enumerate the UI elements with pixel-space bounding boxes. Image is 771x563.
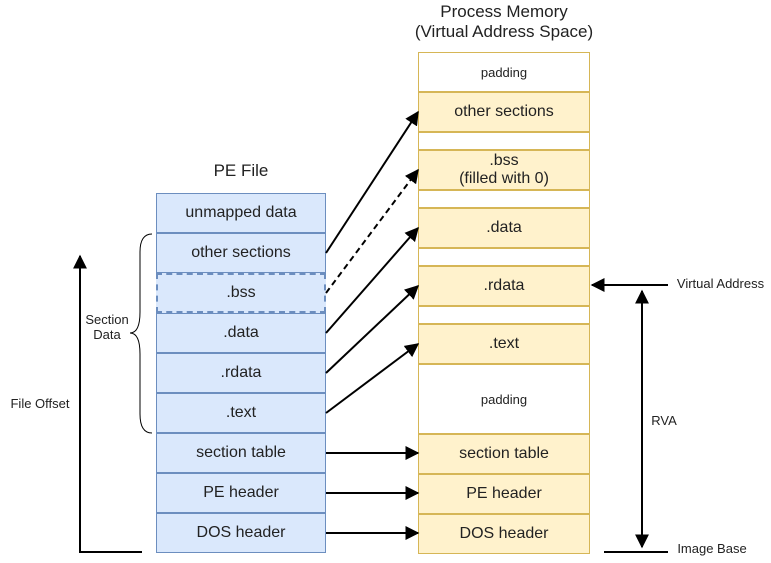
pe-cell-label: section table [196, 444, 286, 461]
pe-cell-rdata: .rdata [156, 353, 326, 393]
pe-cell-data: .data [156, 313, 326, 353]
virtual-address-label: Virtual Address [676, 276, 765, 291]
mem-gap [418, 248, 590, 266]
mem-cell-label: padding [480, 391, 528, 407]
pe-cell-unmapped: unmapped data [156, 193, 326, 233]
mem-cell-data: .data [418, 208, 590, 248]
arrow-text [325, 343, 420, 414]
mem-cell-padding-top: padding [418, 52, 590, 92]
pe-cell-label: other sections [191, 244, 291, 261]
pe-cell-label: .text [225, 404, 257, 421]
rva-label: RVA [651, 413, 677, 428]
pe-cell-label: .data [223, 324, 259, 341]
file-offset-label: File Offset [10, 396, 70, 411]
mem-cell-bss: .bss (filled with 0) [418, 150, 590, 190]
pe-cell-text: .text [156, 393, 326, 433]
pe-cell-label: DOS header [196, 524, 286, 541]
arrow-other-sections [325, 110, 419, 254]
section-data-brace [129, 233, 153, 434]
mem-cell-label: padding [480, 64, 528, 80]
mem-cell-label: .data [486, 219, 522, 236]
image-base-label: Image Base [677, 541, 747, 556]
pe-cell-other-sections: other sections [156, 233, 326, 273]
mem-cell-label: DOS header [459, 525, 549, 542]
mem-cell-label: other sections [454, 103, 554, 120]
mem-cell-label: .rdata [483, 277, 525, 294]
memory-title-line2: (Virtual Address Space) [414, 22, 594, 41]
mem-gap [418, 190, 590, 208]
pe-cell-label: .rdata [220, 364, 262, 381]
mem-cell-label: .text [488, 335, 520, 352]
arrow-bss [325, 168, 419, 294]
mem-cell-label: section table [459, 445, 549, 462]
mem-cell-label: PE header [466, 485, 542, 502]
mem-gap [418, 132, 590, 150]
mem-cell-padding-mid: padding [418, 364, 590, 434]
arrow-data [325, 226, 419, 334]
mem-cell-rdata: .rdata [418, 266, 590, 306]
pe-cell-section-table: section table [156, 433, 326, 473]
pe-cell-label: .bss [226, 284, 256, 301]
memory-title-line1: Process Memory [440, 2, 568, 21]
pe-file-title: PE File [213, 161, 269, 180]
file-offset-axis [73, 254, 142, 553]
mem-cell-section-table: section table [418, 434, 590, 474]
section-data-label: Section Data [85, 312, 129, 342]
pe-cell-pe-header: PE header [156, 473, 326, 513]
mem-gap [418, 306, 590, 324]
arrow-rdata [325, 285, 420, 374]
pe-cell-bss: .bss [156, 273, 326, 313]
mem-cell-text: .text [418, 324, 590, 364]
pe-cell-label: PE header [203, 484, 279, 501]
mem-cell-label: .bss (filled with 0) [459, 152, 549, 187]
mem-cell-dos-header: DOS header [418, 514, 590, 554]
pe-cell-label: unmapped data [185, 204, 297, 221]
mem-cell-other-sections: other sections [418, 92, 590, 132]
pe-cell-dos-header: DOS header [156, 513, 326, 553]
